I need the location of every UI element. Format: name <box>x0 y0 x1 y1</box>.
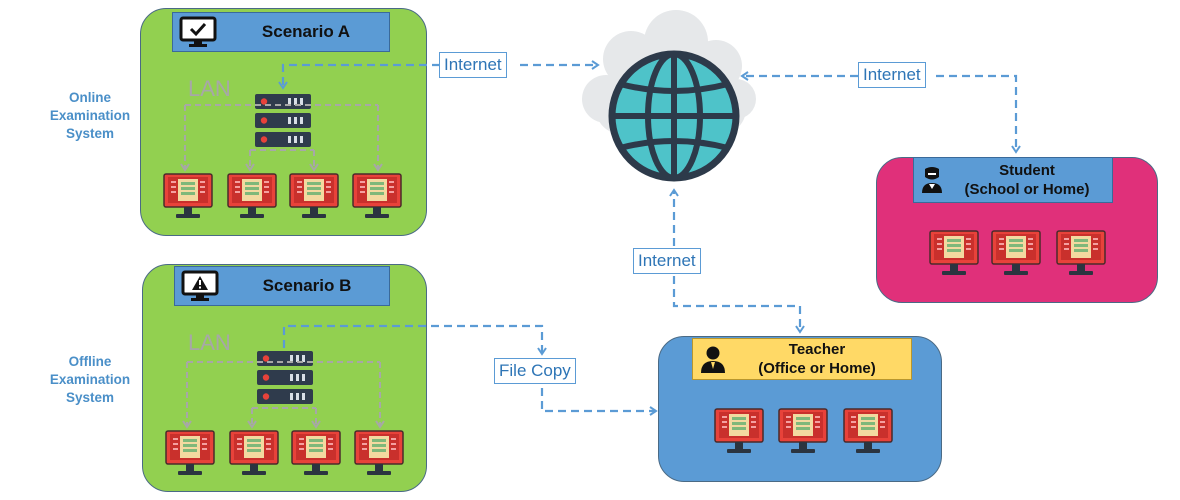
scenario-b-lan-label: LAN <box>188 330 231 355</box>
student-computer-3-icon <box>1056 230 1106 276</box>
scenario-b-computer-1-icon <box>165 430 215 476</box>
internet-label-teacher: Internet <box>633 248 701 274</box>
offline-system-label: Offline Examination System <box>49 354 131 405</box>
scenario-a-computer-4-icon <box>352 173 402 219</box>
teacher-avatar-icon <box>693 339 733 379</box>
teacher-computer-1-icon <box>714 408 764 454</box>
file-copy-label: File Copy <box>494 358 576 384</box>
teacher-computer-3-icon <box>843 408 893 454</box>
student-avatar-icon <box>914 158 950 202</box>
student-header: Student (School or Home) <box>913 157 1113 203</box>
teacher-title: Teacher <box>788 341 846 358</box>
scenario-b-computer-2-icon <box>229 430 279 476</box>
scenario-a-server-icon <box>254 93 312 149</box>
monitor-check-icon <box>173 13 223 51</box>
scenario-b-computer-4-icon <box>354 430 404 476</box>
scenario-b-computer-3-icon <box>291 430 341 476</box>
student-computer-1-icon <box>929 230 979 276</box>
scenario-a-computer-1-icon <box>163 173 213 219</box>
online-system-label: Online Examination System <box>49 90 131 141</box>
student-title: Student <box>999 162 1055 179</box>
teacher-computer-2-icon <box>778 408 828 454</box>
monitor-warning-icon <box>175 267 225 305</box>
scenario-b-server-icon <box>256 350 314 406</box>
student-computer-2-icon <box>991 230 1041 276</box>
scenario-a-computer-3-icon <box>289 173 339 219</box>
teacher-header: Teacher (Office or Home) <box>692 338 912 380</box>
scenario-a-header: Scenario A <box>172 12 390 52</box>
scenario-a-title: Scenario A <box>261 22 351 41</box>
teacher-subtitle: (Office or Home) <box>758 360 876 377</box>
globe-cloud-icon <box>582 10 756 182</box>
scenario-a-lan-label: LAN <box>188 76 231 101</box>
scenario-a-computer-2-icon <box>227 173 277 219</box>
internet-label-scenario-a: Internet <box>439 52 507 78</box>
internet-label-student: Internet <box>858 62 926 88</box>
scenario-b-header: Scenario B <box>174 266 390 306</box>
scenario-b-title: Scenario B <box>262 276 352 295</box>
student-subtitle: (School or Home) <box>964 181 1090 198</box>
